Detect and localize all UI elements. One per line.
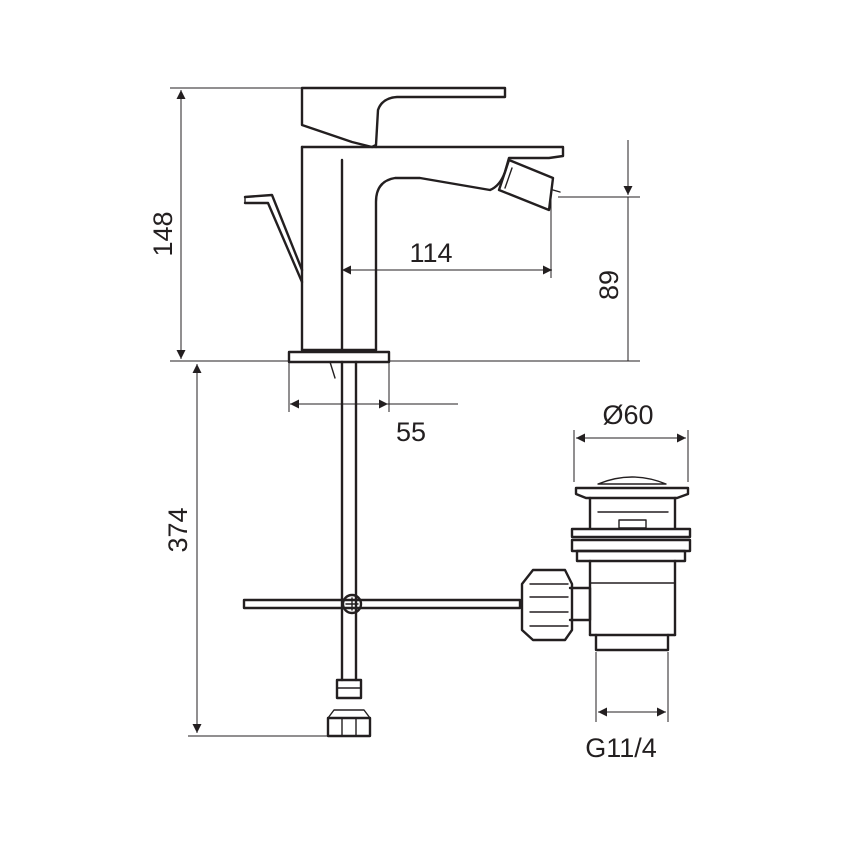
dimension-89-label: 89 (594, 270, 624, 300)
dimension-114-label: 114 (409, 238, 452, 268)
dimension-diameter-label: Ø60 (602, 400, 653, 430)
faucet-body (243, 86, 565, 364)
dimension-diameter: Ø60 (573, 400, 689, 482)
dimension-89: 89 (389, 140, 640, 362)
linkage-rod (242, 593, 522, 615)
supply-hose (326, 360, 372, 738)
dimension-374-label: 374 (163, 507, 193, 552)
dimension-thread: G11/4 (585, 652, 669, 763)
drain-assembly (520, 476, 692, 652)
aerator-nozzle (497, 158, 561, 212)
dimension-148: 148 (148, 87, 302, 362)
dimension-374: 374 (163, 360, 328, 737)
pop-up-lift-rod (243, 193, 304, 284)
dimension-55: 55 (288, 362, 458, 447)
dimension-55-label: 55 (396, 417, 426, 447)
dimension-148-label: 148 (148, 211, 178, 256)
dimension-114: 114 (342, 200, 552, 278)
dimension-thread-label: G11/4 (585, 733, 657, 763)
